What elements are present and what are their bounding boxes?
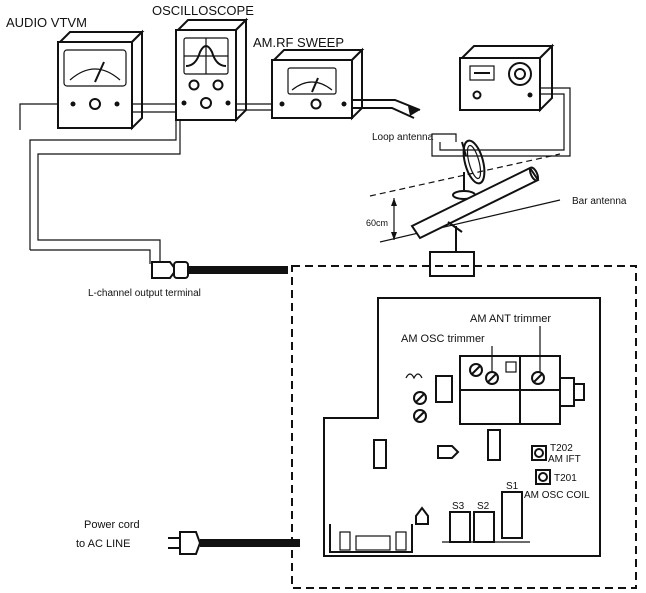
signal-generator-instrument: [459, 43, 555, 113]
switch-s1: [501, 491, 523, 539]
oscilloscope-instrument: [175, 17, 249, 123]
s3-label: S3: [452, 501, 465, 512]
to-ac-line-label: to AC LINE: [76, 538, 130, 550]
switch-s3: [449, 511, 471, 543]
am-rf-sweep-label: AM.RF SWEEP: [253, 35, 344, 50]
bar-antenna-label: Bar antenna: [572, 196, 627, 207]
chassis-outline: [291, 265, 637, 589]
l-channel-plug: [151, 261, 288, 279]
scope-waveform: [185, 45, 227, 67]
loop-antenna-label: Loop antenna: [372, 132, 434, 143]
power-cord-plug: [168, 531, 300, 555]
am-osc-coil-label: AM OSC COIL: [524, 490, 590, 501]
audio-vtvm-label: AUDIO VTVM: [6, 15, 87, 30]
l-channel-label: L-channel output terminal: [88, 288, 201, 299]
test-cables: [19, 87, 571, 264]
loop-antenna: [452, 139, 486, 200]
t201-label: T201: [554, 473, 577, 484]
t202-label: T202: [550, 443, 573, 454]
distance-label: 60cm: [366, 218, 388, 228]
bar-antenna: [410, 166, 540, 277]
am-rf-sweep-instrument: [271, 47, 365, 121]
power-cord-label: Power cord: [84, 519, 140, 531]
distance-markers: [369, 153, 561, 243]
oscilloscope-label: OSCILLOSCOPE: [152, 3, 254, 18]
am-ant-trimmer-screw: [531, 371, 545, 385]
audio-vtvm-instrument: [57, 29, 145, 131]
s2-label: S2: [477, 501, 490, 512]
pcb-board: [323, 297, 601, 557]
am-osc-trimmer-label: AM OSC trimmer: [401, 333, 485, 345]
vtvm-knob: [89, 98, 101, 110]
am-ift-label: AM IFT: [548, 454, 581, 465]
switch-s2: [473, 511, 495, 543]
s1-label: S1: [506, 481, 519, 492]
vtvm-needle: [94, 61, 105, 83]
am-ant-trimmer-label: AM ANT trimmer: [470, 313, 551, 325]
